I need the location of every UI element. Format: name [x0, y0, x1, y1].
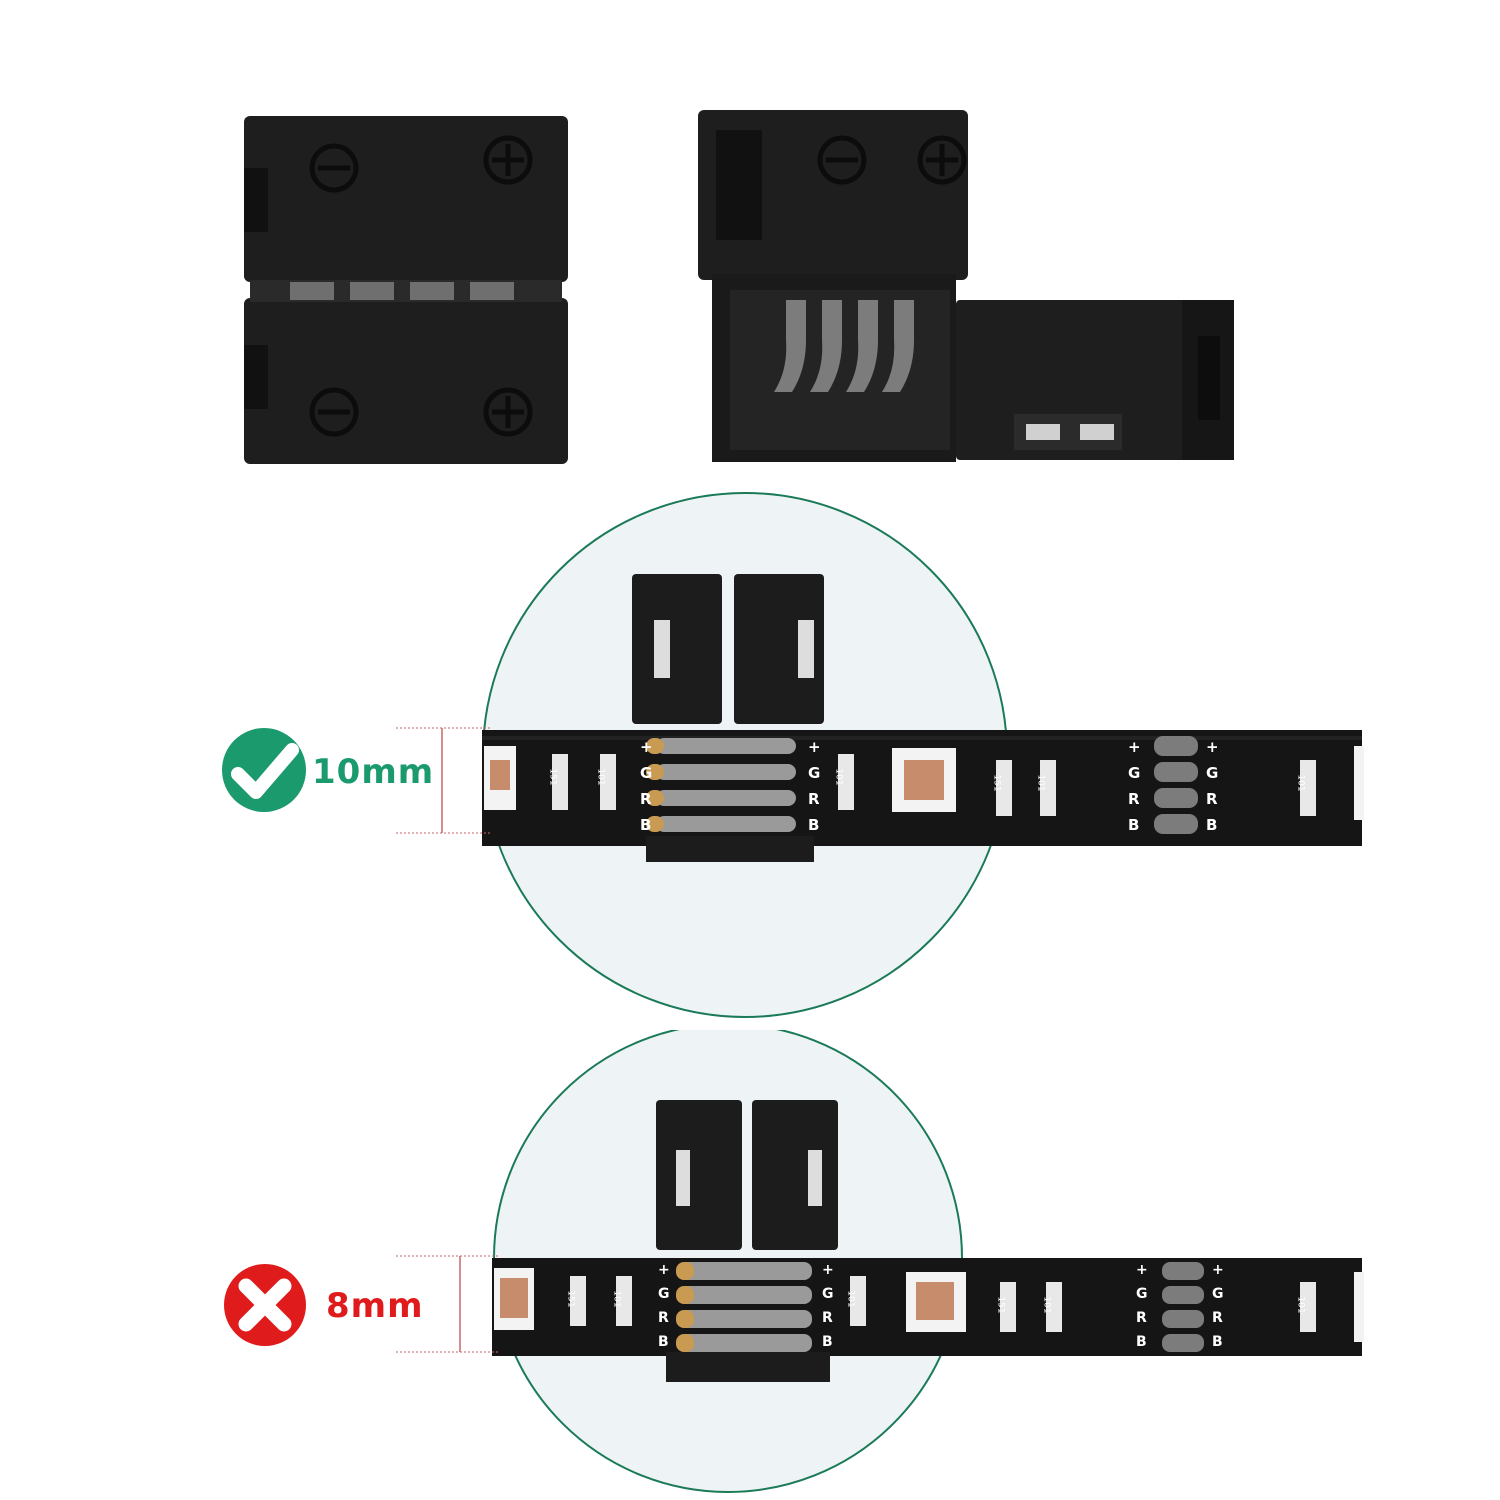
pad-label-plus: +	[1136, 1262, 1148, 1278]
pad-label-r: R	[1212, 1310, 1223, 1326]
pad-label-g: G	[640, 764, 653, 782]
pad-label-b: B	[1212, 1334, 1223, 1350]
pad-labels-8mm: + G R B	[658, 1258, 678, 1354]
pad-label-g: G	[822, 1286, 834, 1302]
pad-label-plus: +	[1128, 738, 1141, 756]
resistor-code: 101	[1035, 774, 1046, 792]
pad-labels-10mm-d: + G R B	[1206, 734, 1226, 838]
resistor-code: 151	[991, 774, 1002, 792]
pad-label-r: R	[640, 790, 652, 808]
resistor-code: 101	[845, 1290, 856, 1308]
resistor-code: 101	[1295, 1296, 1306, 1314]
closed-connector	[244, 116, 568, 464]
resistor-code: 101	[1295, 774, 1306, 792]
resistor-code: 151	[565, 1290, 576, 1308]
pad-label-plus: +	[1212, 1262, 1224, 1278]
pad-label-g: G	[1136, 1286, 1148, 1302]
resistor-code: 101	[1041, 1296, 1052, 1314]
pad-label-b: B	[658, 1334, 669, 1350]
resistor-code: 101	[611, 1290, 622, 1308]
pad-labels-10mm-b: + G R B	[808, 734, 828, 838]
resistor-code: 151	[547, 768, 558, 786]
pad-label-b: B	[1136, 1334, 1147, 1350]
pad-labels-8mm-c: + G R B	[1136, 1258, 1156, 1354]
pad-labels-10mm-c: + G R B	[1128, 734, 1148, 838]
checkmark-icon	[222, 728, 306, 812]
pad-labels-8mm-d: + G R B	[1212, 1258, 1232, 1354]
pad-label-r: R	[658, 1310, 669, 1326]
pad-label-b: B	[1206, 816, 1218, 834]
pad-label-b: B	[822, 1334, 833, 1350]
led-strip-8mm	[492, 1100, 1364, 1382]
pad-label-r: R	[808, 790, 820, 808]
resistor-code: 151	[995, 1296, 1006, 1314]
led-strip-10mm	[482, 574, 1364, 862]
pad-labels-8mm-b: + G R B	[822, 1258, 842, 1354]
pad-label-plus: +	[808, 738, 821, 756]
pad-label-g: G	[1212, 1286, 1224, 1302]
pad-label-plus: +	[658, 1262, 670, 1278]
pad-label-g: G	[1128, 764, 1141, 782]
pad-label-b: B	[808, 816, 820, 834]
pad-label-r: R	[1206, 790, 1218, 808]
pad-label-plus: +	[1206, 738, 1219, 756]
correct-strip-illustration	[396, 492, 1364, 1018]
size-label-8mm: 8mm	[326, 1286, 424, 1326]
incorrect-strip-illustration	[396, 1030, 1364, 1493]
resistor-code: 101	[595, 768, 606, 786]
resistor-code: 101	[833, 768, 844, 786]
pad-label-b: B	[640, 816, 652, 834]
pad-label-plus: +	[640, 738, 653, 756]
open-connector	[698, 110, 1234, 462]
pad-labels-10mm: + G R B	[640, 734, 660, 838]
pad-label-plus: +	[822, 1262, 834, 1278]
size-label-10mm: 10mm	[312, 752, 435, 792]
pad-label-b: B	[1128, 816, 1140, 834]
pad-label-r: R	[822, 1310, 833, 1326]
x-mark-icon	[224, 1264, 306, 1346]
dimension-8mm	[396, 1255, 500, 1353]
pad-label-r: R	[1128, 790, 1140, 808]
pad-label-g: G	[808, 764, 821, 782]
pad-label-g: G	[1206, 764, 1219, 782]
product-photos	[244, 110, 1234, 464]
pad-label-r: R	[1136, 1310, 1147, 1326]
pad-label-g: G	[658, 1286, 670, 1302]
